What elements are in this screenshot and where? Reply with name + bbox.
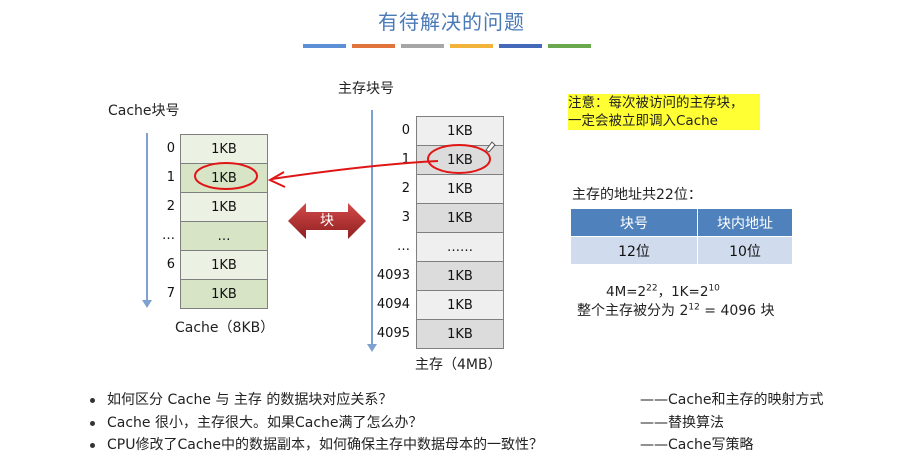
- cache-block: 1KB: [180, 192, 268, 222]
- address-value-block-number: 12位: [571, 237, 697, 264]
- address-value-offset: 10位: [698, 237, 792, 264]
- page-title: 有待解决的问题: [378, 10, 525, 34]
- mapping-arrow-line: [271, 160, 439, 180]
- bullet-dot-icon: [90, 420, 95, 426]
- main-memory-block-index: …: [397, 239, 410, 254]
- main-memory-block: 1KB: [416, 290, 504, 320]
- accent-bar: [548, 44, 591, 48]
- transfer-label: 块: [320, 213, 334, 229]
- cache-block-index: 0: [166, 141, 175, 156]
- main-memory-block-index: 4093: [376, 268, 410, 283]
- bullet-dot-icon: [90, 442, 95, 448]
- main-memory-block-index: 3: [401, 210, 410, 225]
- cache-block-index: 1: [166, 170, 175, 185]
- question-text: CPU修改了Cache中的数据副本，如何确保主存中数据母本的一致性？: [107, 437, 544, 453]
- address-caption: 主存的地址共22位：: [572, 187, 702, 203]
- question-item: Cache 很小，主存很大。如果Cache满了怎么办？: [90, 412, 423, 432]
- note-box: 注意：每次被访问的主存块， 一定会被立即调入Cache: [568, 94, 760, 130]
- memory-block-circle: [427, 144, 491, 174]
- cache-footer: Cache（8KB）: [175, 320, 275, 336]
- cache-block: 1KB: [180, 279, 268, 309]
- formula-size-prefix: 4M=2: [606, 284, 647, 300]
- formula-size-exp: 22: [646, 283, 658, 294]
- main-memory-block: 1KB: [416, 319, 504, 349]
- formula-count-suffix: = 4096 块: [699, 303, 775, 319]
- main-memory-axis-line: [371, 110, 373, 348]
- address-header-offset: 块内地址: [698, 209, 792, 236]
- cache-block-circle: [194, 162, 258, 190]
- main-memory-block: 1KB: [416, 174, 504, 204]
- cache-axis-arrow-icon: [142, 300, 152, 308]
- question-text: Cache 很小，主存很大。如果Cache满了怎么办？: [107, 415, 423, 431]
- note-line-2: 一定会被立即调入Cache: [568, 113, 718, 129]
- accent-bar: [401, 44, 444, 48]
- main-memory-block-index: 4095: [376, 326, 410, 341]
- cache-block-index: …: [162, 228, 175, 243]
- address-header-block-number: 块号: [571, 209, 697, 236]
- question-item: CPU修改了Cache中的数据副本，如何确保主存中数据母本的一致性？: [90, 434, 543, 454]
- accent-bar: [352, 44, 395, 48]
- answer-text: ——Cache和主存的映射方式: [640, 392, 824, 408]
- formula-size-mid: ，1K=2: [657, 284, 709, 300]
- main-memory-block-index: 1: [401, 152, 410, 167]
- main-memory-block-index: 4094: [376, 297, 410, 312]
- cache-block-index: 6: [166, 257, 175, 272]
- formula-size: 4M=222，1K=210: [606, 280, 720, 301]
- formula-count-prefix: 整个主存被分为 2: [577, 303, 689, 319]
- cache-block-index: 7: [166, 286, 175, 301]
- main-memory-axis-arrow-icon: [367, 344, 377, 352]
- accent-bar: [499, 44, 542, 48]
- formula-block-count: 整个主存被分为 212 = 4096 块: [577, 300, 775, 320]
- note-line-1: 注意：每次被访问的主存块，: [568, 95, 744, 111]
- main-memory-block-index: 2: [401, 181, 410, 196]
- mapping-arrowhead-icon: [267, 171, 286, 188]
- main-memory-block-index: 0: [401, 123, 410, 138]
- formula-count-exp: 12: [688, 302, 700, 313]
- cache-header: Cache块号: [108, 103, 180, 119]
- bullet-dot-icon: [90, 397, 95, 403]
- answer-text: ——替换算法: [640, 415, 724, 431]
- cache-block-index: 2: [166, 199, 175, 214]
- transfer-double-arrow-icon: [288, 203, 366, 239]
- formula-size-exp2: 10: [708, 283, 720, 294]
- main-memory-header: 主存块号: [338, 81, 394, 97]
- main-memory-footer: 主存（4MB）: [415, 357, 502, 373]
- accent-bar: [303, 44, 346, 48]
- accent-bar: [450, 44, 493, 48]
- answer-text: ——Cache写策略: [640, 437, 754, 453]
- question-item: 如何区分 Cache 与 主存 的数据块对应关系？: [90, 389, 392, 409]
- title-accent-bars: [303, 44, 591, 48]
- pen-cursor-icon: [485, 141, 496, 153]
- main-memory-block: 1KB: [416, 116, 504, 146]
- question-text: 如何区分 Cache 与 主存 的数据块对应关系？: [107, 392, 393, 408]
- cache-axis-line: [146, 133, 148, 305]
